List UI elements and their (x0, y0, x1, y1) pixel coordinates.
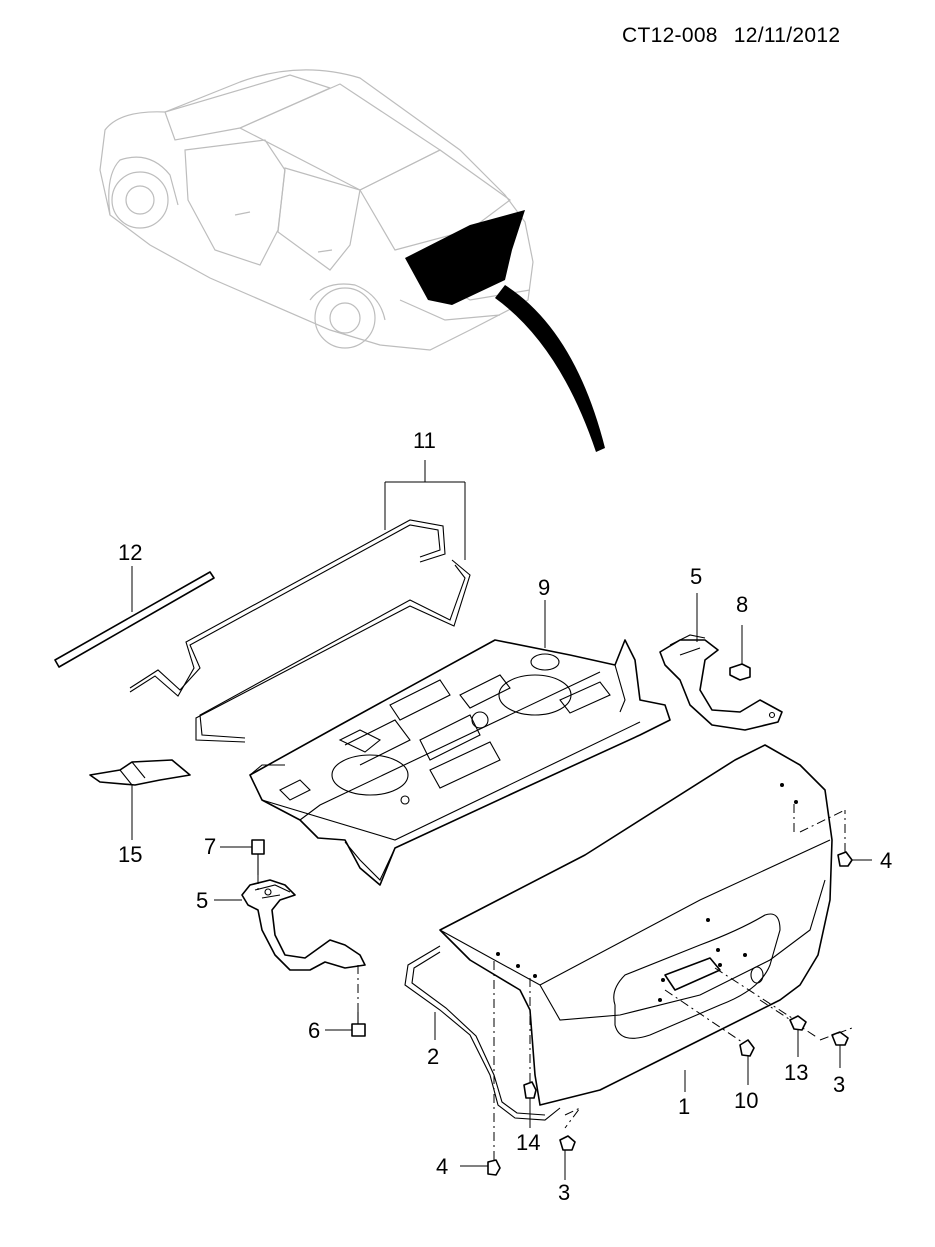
part-4-fastener-right (793, 800, 872, 867)
callout-11: 11 (413, 428, 436, 453)
callout-5-left: 5 (196, 888, 208, 913)
callout-1: 1 (678, 1094, 690, 1119)
callout-4-bottom: 4 (436, 1154, 448, 1179)
callout-4-right: 4 (880, 848, 892, 873)
part-5-hinge-right (659, 593, 783, 731)
part-5-hinge-left (214, 879, 366, 1012)
drawing-date: 12/11/2012 (733, 24, 841, 47)
callout-3-bottom: 3 (558, 1180, 570, 1205)
part-9-rear-shelf-panel (249, 600, 671, 886)
part-8-bumper (729, 625, 751, 681)
callout-2: 2 (427, 1044, 439, 1069)
part-12-rod (54, 566, 215, 668)
part-10-nut (664, 989, 755, 1085)
callout-10: 10 (734, 1088, 758, 1113)
part-1-trunk-lid (439, 744, 833, 1106)
highlighted-trunk-lid-icon (405, 210, 525, 305)
callout-8: 8 (736, 592, 748, 617)
callout-7: 7 (204, 834, 216, 859)
part-3-bumper-right (759, 999, 853, 1068)
part-6-bolt (325, 1012, 366, 1037)
callout-9: 9 (538, 575, 550, 600)
callout-12: 12 (118, 540, 142, 565)
callout-5-right: 5 (690, 564, 702, 589)
drawing-code: CT12-008 (622, 24, 718, 47)
callout-14: 14 (516, 1130, 540, 1155)
part-7-bolt (220, 839, 265, 890)
part-4-fastener-bottom (460, 960, 501, 1176)
part-13-nut (714, 967, 807, 1057)
vehicle-reference-illustration (99, 69, 534, 351)
callout-15: 15 (118, 842, 142, 867)
drawing-header: CT12-008 12/11/2012 (622, 24, 856, 48)
callout-3-right: 3 (833, 1072, 845, 1097)
part-3-bumper-bottom (559, 1107, 581, 1180)
part-15-bracket (89, 759, 191, 840)
callout-13: 13 (784, 1060, 808, 1085)
pointer-arrow-icon (495, 285, 605, 452)
callout-6: 6 (308, 1018, 320, 1043)
part-11-torsion-bars (129, 460, 471, 743)
part-14-fastener (523, 975, 537, 1128)
